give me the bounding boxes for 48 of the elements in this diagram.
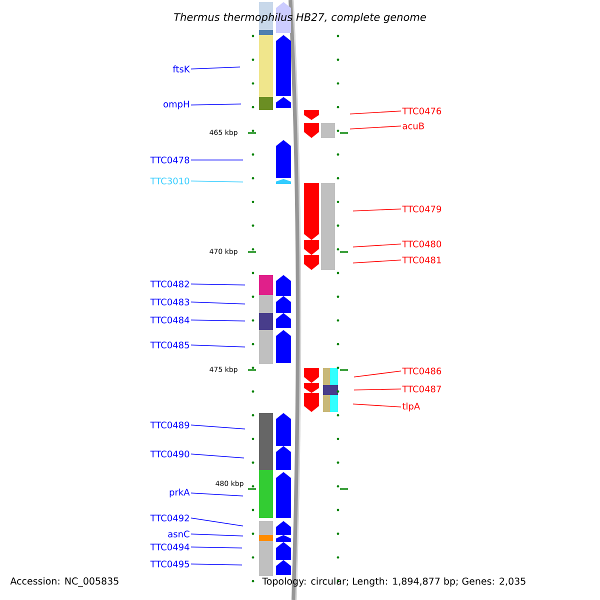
- leader-line: [352, 404, 402, 408]
- footer-text: Accession: NC_005835: [10, 577, 118, 587]
- leader-line: [354, 388, 402, 390]
- gene-label: acuB: [402, 122, 424, 130]
- leader-line: [190, 492, 244, 496]
- gene-label: TTC0487: [402, 386, 441, 392]
- leader-line: [354, 370, 402, 378]
- leader-line: [190, 320, 246, 322]
- leader-line: [190, 284, 246, 286]
- gene-label: TTC0484: [150, 316, 190, 324]
- gene-label: TTC0494: [150, 544, 190, 550]
- leader-line: [190, 302, 246, 304]
- gene-label: TTC0486: [402, 368, 442, 374]
- leader-line: [190, 180, 244, 182]
- gene-label: prkA: [170, 488, 190, 498]
- gene-label: TTC0478: [150, 156, 190, 164]
- gene-label: TTC3010: [150, 178, 190, 184]
- map-title: Thermus thermophilus HB27, complete genome: [174, 12, 426, 24]
- gene-label: TTC0481: [402, 256, 441, 264]
- leader-line: [190, 424, 246, 430]
- leader-line: [352, 208, 402, 212]
- gene-label: TTC0480: [402, 240, 442, 248]
- leader-line: [190, 564, 242, 566]
- leader-line: [190, 454, 244, 458]
- gene-label: TTC0476: [402, 108, 442, 114]
- leader-line: [190, 344, 246, 348]
- leader-line: [190, 518, 244, 526]
- gene-label: asnC: [168, 530, 190, 538]
- gene-label: TTC0482: [150, 280, 189, 288]
- gene-label: ftsK: [172, 66, 190, 72]
- leader-line: [350, 110, 402, 114]
- leader-line: [190, 104, 242, 106]
- leader-line: [350, 126, 402, 130]
- footer-text: Topology: circular; Length: 1,894,877 bp; Genes: 2,035: [262, 577, 526, 587]
- gene-label: TTC0492: [150, 514, 189, 522]
- gene-label: tlpA: [402, 402, 420, 412]
- leader-line: [190, 66, 240, 70]
- gene-label: TTC0489: [150, 422, 190, 428]
- gene-label: TTC0485: [150, 342, 189, 348]
- gene-label: TTC0495: [150, 560, 189, 568]
- leader-line: [352, 244, 402, 248]
- gene-label: TTC0483: [150, 298, 190, 306]
- leader-line: [190, 546, 242, 548]
- gene-label: TTC0490: [150, 450, 190, 458]
- gene-label: ompH: [164, 100, 189, 110]
- gene-label: TTC0479: [402, 206, 442, 212]
- leader-line: [352, 260, 402, 264]
- leader-line: [190, 534, 244, 536]
